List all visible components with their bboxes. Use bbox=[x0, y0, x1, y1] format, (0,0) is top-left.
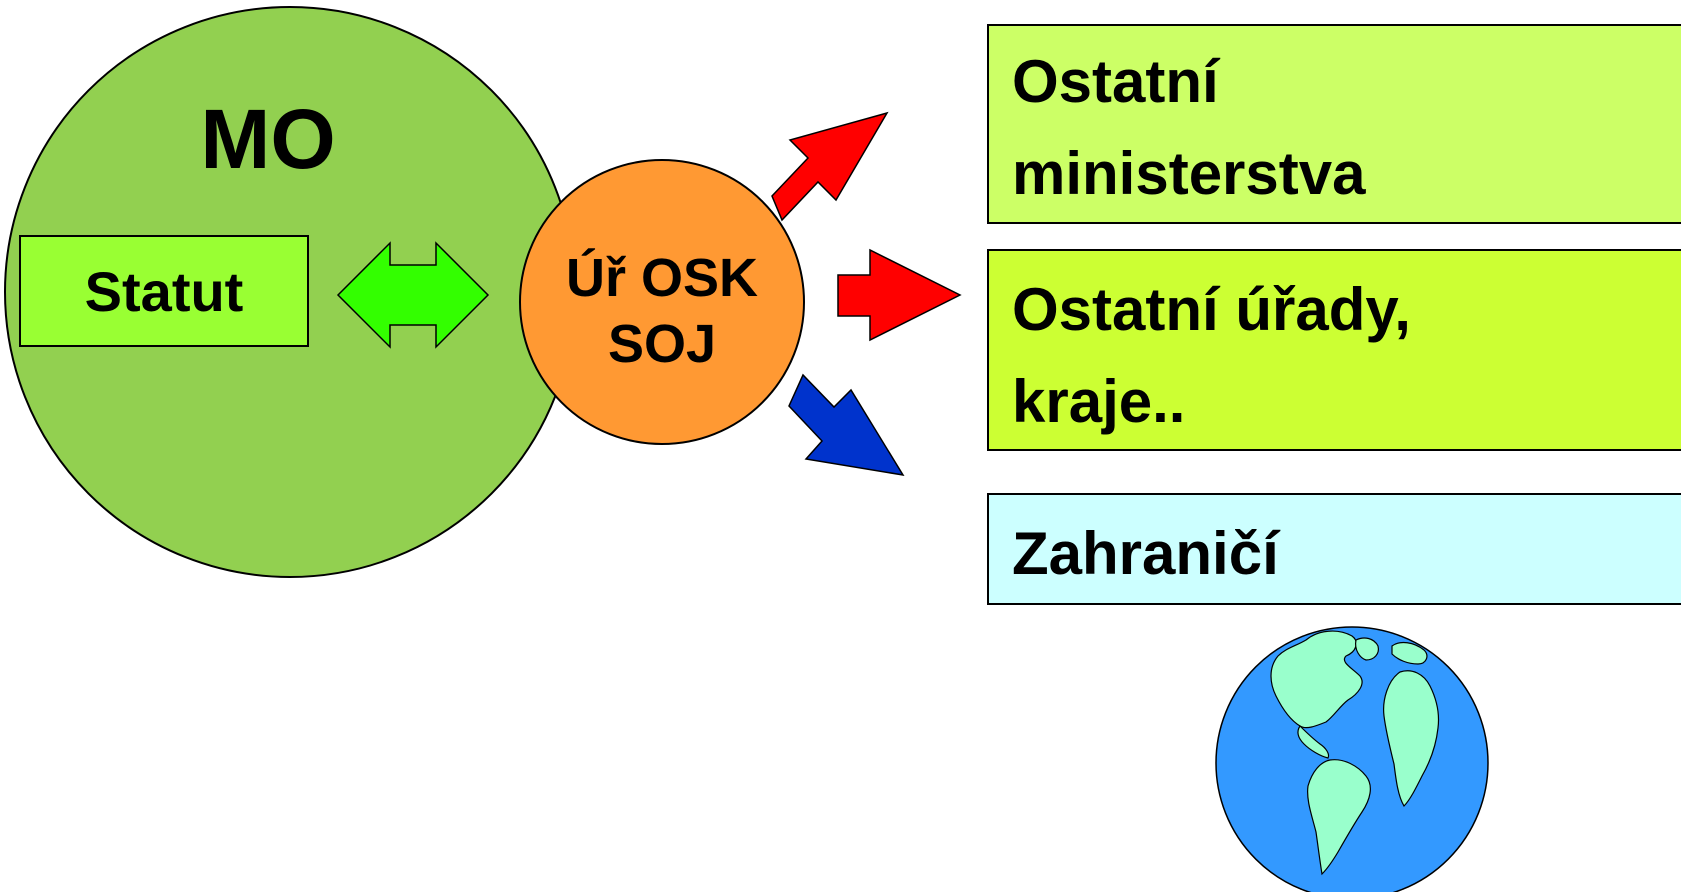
statut-box bbox=[19, 235, 309, 347]
statut-label: Statut bbox=[85, 260, 244, 323]
office-circle bbox=[519, 159, 805, 445]
target-offices-line2: kraje.. bbox=[1012, 368, 1185, 435]
target-ministries-line1: Ostatní bbox=[1012, 48, 1221, 115]
target-box-offices bbox=[987, 249, 1681, 451]
arrow-to-ministries bbox=[771, 111, 889, 222]
statut-office-double-arrow bbox=[336, 241, 490, 349]
globe-icon bbox=[1215, 626, 1489, 892]
target-ministries-line2: ministerstva bbox=[1012, 140, 1366, 207]
mo-title: MO bbox=[200, 92, 335, 186]
office-label-line1: Úř OSK bbox=[566, 248, 758, 308]
target-offices-line1: Ostatní úřady, bbox=[1012, 276, 1411, 343]
target-abroad-line1: Zahraničí bbox=[1012, 520, 1281, 587]
target-box-ministries bbox=[987, 24, 1681, 224]
target-box-abroad bbox=[987, 493, 1681, 605]
office-label-line2: SOJ bbox=[608, 314, 716, 374]
arrow-to-offices bbox=[837, 248, 962, 342]
arrow-to-abroad bbox=[788, 373, 905, 477]
